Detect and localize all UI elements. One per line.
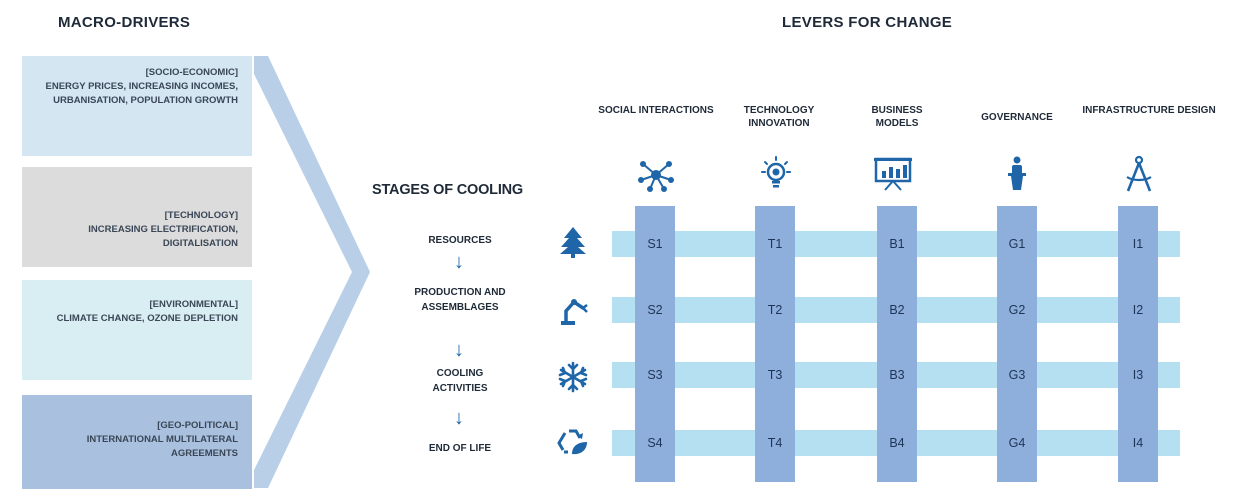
driver-box-socio-economic: [SOCIO-ECONOMIC] ENERGY PRICES, INCREASI…	[22, 56, 252, 156]
stage-end-of-life: END OF LIFE	[428, 443, 492, 454]
cell-g2: G2	[1008, 303, 1026, 317]
robot-arm-icon	[561, 299, 588, 325]
presentation-icon	[874, 157, 912, 191]
cell-t3: T3	[767, 368, 783, 382]
driver-category: [GEO-POLITICAL]	[157, 420, 238, 431]
recycle-icon	[557, 429, 587, 455]
cell-t1: T1	[767, 237, 783, 251]
column-band-governance	[997, 206, 1037, 482]
stage-resources: RESOURCES	[428, 235, 492, 246]
column-band-social	[635, 206, 675, 482]
lever-technology-innovation: TECHNOLOGY INNOVATION	[743, 105, 815, 129]
snowflake-icon	[558, 361, 588, 393]
stages-of-cooling-title: STAGES OF COOLING	[372, 182, 524, 198]
lever-social-interactions: SOCIAL INTERACTIONS	[598, 105, 714, 116]
tree-icon	[560, 227, 586, 258]
cell-s4: S4	[647, 436, 663, 450]
column-band-technology	[755, 206, 795, 482]
driver-text: ENERGY PRICES, INCREASING INCOMES, URBAN…	[45, 81, 239, 106]
macro-drivers-header: MACRO-DRIVERS	[58, 14, 191, 31]
driver-box-technology: [TECHNOLOGY] INCREASING ELECTRIFICATION,…	[22, 167, 252, 267]
cell-g3: G3	[1008, 368, 1026, 382]
driver-text: INCREASING ELECTRIFICATION, DIGITALISATI…	[88, 224, 238, 249]
cell-i1: I1	[1132, 237, 1144, 251]
levers-for-change-header: LEVERS FOR CHANGE	[782, 14, 953, 31]
cell-s1: S1	[647, 237, 663, 251]
down-arrow-icon: ↓	[454, 339, 464, 361]
cell-b4: B4	[889, 436, 905, 450]
down-arrow-icon: ↓	[454, 251, 464, 273]
driver-category: [SOCIO-ECONOMIC]	[145, 67, 238, 78]
lever-business-models: BUSINESS MODELS	[871, 105, 923, 129]
podium-speaker-icon	[1008, 156, 1026, 190]
down-arrow-icon: ↓	[454, 407, 464, 429]
cell-g1: G1	[1008, 237, 1026, 251]
lightbulb-icon	[761, 156, 791, 188]
cell-i2: I2	[1132, 303, 1144, 317]
stage-production: PRODUCTION AND ASSEMBLAGES	[414, 287, 506, 313]
cell-s3: S3	[647, 368, 663, 382]
driver-text: CLIMATE CHANGE, OZONE DEPLETION	[56, 313, 238, 324]
lever-infrastructure-design: INFRASTRUCTURE DESIGN	[1082, 105, 1216, 116]
driver-text: INTERNATIONAL MULTILATERAL AGREEMENTS	[86, 434, 238, 459]
driver-box-environmental: [ENVIRONMENTAL] CLIMATE CHANGE, OZONE DE…	[22, 280, 252, 380]
compass-icon	[1126, 155, 1152, 192]
cell-b1: B1	[889, 237, 905, 251]
cell-i3: I3	[1132, 368, 1144, 382]
lever-governance: GOVERNANCE	[981, 112, 1053, 123]
driver-category: [ENVIRONMENTAL]	[149, 299, 238, 310]
column-band-infrastructure	[1118, 206, 1158, 482]
cell-s2: S2	[647, 303, 663, 317]
network-icon	[638, 161, 674, 192]
column-band-business	[877, 206, 917, 482]
cell-t2: T2	[767, 303, 783, 317]
driver-box-geo-political: [GEO-POLITICAL] INTERNATIONAL MULTILATER…	[22, 395, 252, 489]
cell-b3: B3	[889, 368, 905, 382]
cell-t4: T4	[767, 436, 783, 450]
cell-g4: G4	[1008, 436, 1026, 450]
cell-b2: B2	[889, 303, 905, 317]
stage-cooling-activities: COOLING ACTIVITIES	[432, 368, 488, 394]
driver-category: [TECHNOLOGY]	[164, 210, 238, 221]
cell-i4: I4	[1132, 436, 1144, 450]
